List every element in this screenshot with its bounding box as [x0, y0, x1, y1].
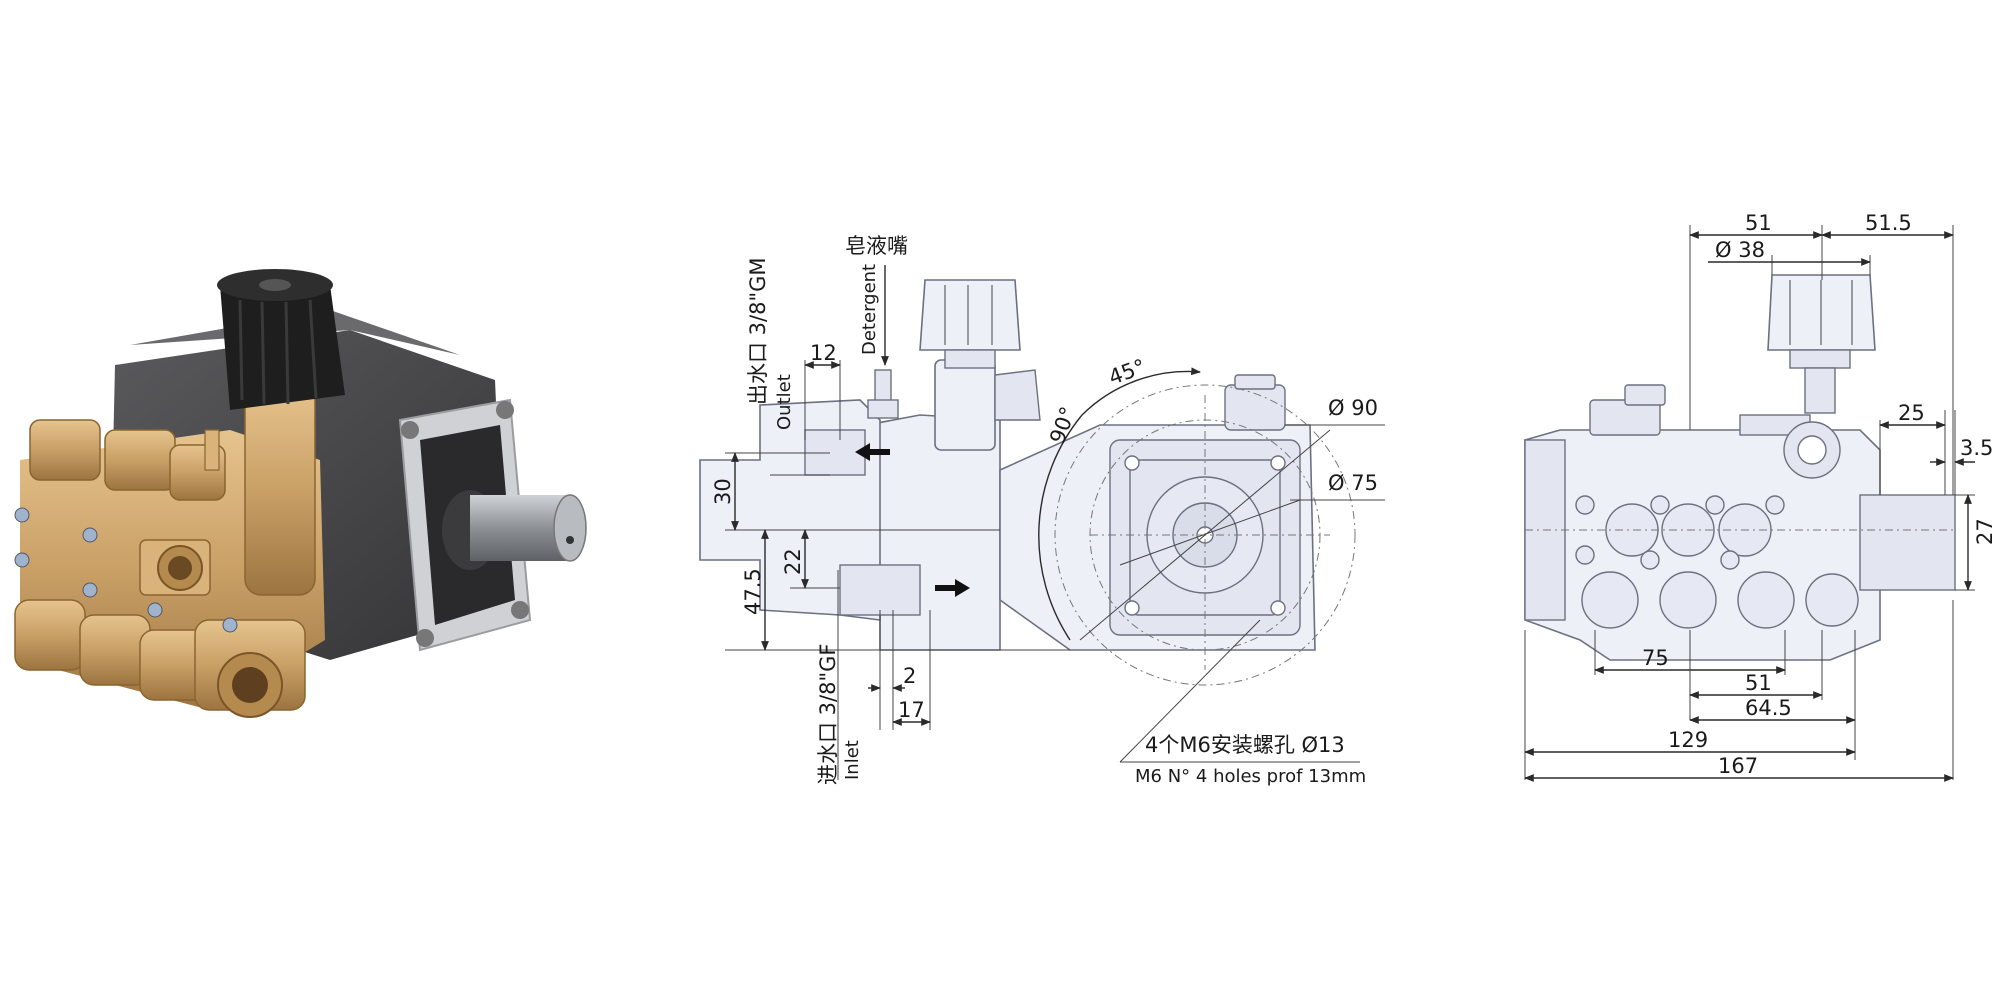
- dim-27: 27: [1973, 518, 1997, 545]
- unloader-valve: [919, 279, 1041, 451]
- outlet-flow-arrow-icon: [855, 443, 890, 461]
- front-unloader: [1767, 274, 1876, 479]
- pump-photo-icon: [14, 269, 587, 718]
- outlet-en-label: Outlet: [774, 374, 795, 430]
- side-view-drawing: 皂液嘴 Detergent 出水口 3/8"GM Outlet 12 30 22…: [699, 234, 1385, 787]
- dim-17: 17: [898, 698, 925, 722]
- dia-75: Ø 75: [1328, 471, 1378, 495]
- dia-90: Ø 90: [1328, 396, 1378, 420]
- holes-cn-note: 4个M6安装螺孔 Ø13: [1145, 733, 1345, 757]
- dim-64-5: 64.5: [1745, 696, 1792, 720]
- outlet-cn-label: 出水口 3/8"GM: [746, 257, 770, 405]
- detergent-nozzle: [867, 369, 899, 419]
- dim-47-5: 47.5: [741, 568, 765, 615]
- front-stub: [1859, 494, 1956, 591]
- inlet-en-label: Inlet: [842, 740, 863, 780]
- brass-manifold: [14, 384, 325, 718]
- valve-caps: [1575, 495, 1859, 629]
- pressure-knob: [217, 269, 345, 410]
- dim-22: 22: [781, 548, 805, 575]
- inlet-flow-arrow-icon: [935, 579, 970, 597]
- dim-129: 129: [1668, 728, 1708, 752]
- holes-en-note: M6 N° 4 holes prof 13mm: [1135, 766, 1366, 787]
- dim-51-5: 51.5: [1865, 211, 1912, 235]
- detergent-en-label: Detergent: [859, 264, 880, 355]
- angle-45: 45°: [1106, 354, 1149, 389]
- front-view-drawing: 51 51.5 Ø 38 25 3.5 27 75 51 64.5: [1524, 211, 1997, 782]
- dia-38: Ø 38: [1715, 238, 1765, 262]
- inlet-stub: [839, 564, 921, 616]
- dim-51-top: 51: [1745, 211, 1772, 235]
- inlet-cn-label: 进水口 3/8"GF: [816, 644, 840, 785]
- pitch-circle-75: [1054, 384, 1356, 686]
- shaft: [442, 490, 587, 570]
- dim-3-5: 3.5: [1960, 436, 1993, 460]
- crankcase-flange: [999, 374, 1316, 651]
- dim-12: 12: [810, 341, 837, 365]
- dim-2: 2: [903, 664, 916, 688]
- dim-25: 25: [1898, 401, 1925, 425]
- dim-75: 75: [1642, 646, 1669, 670]
- dim-30: 30: [711, 478, 735, 505]
- dim-167: 167: [1718, 754, 1758, 778]
- detergent-cn-label: 皂液嘴: [845, 234, 908, 258]
- dim-51-bottom: 51: [1745, 671, 1772, 695]
